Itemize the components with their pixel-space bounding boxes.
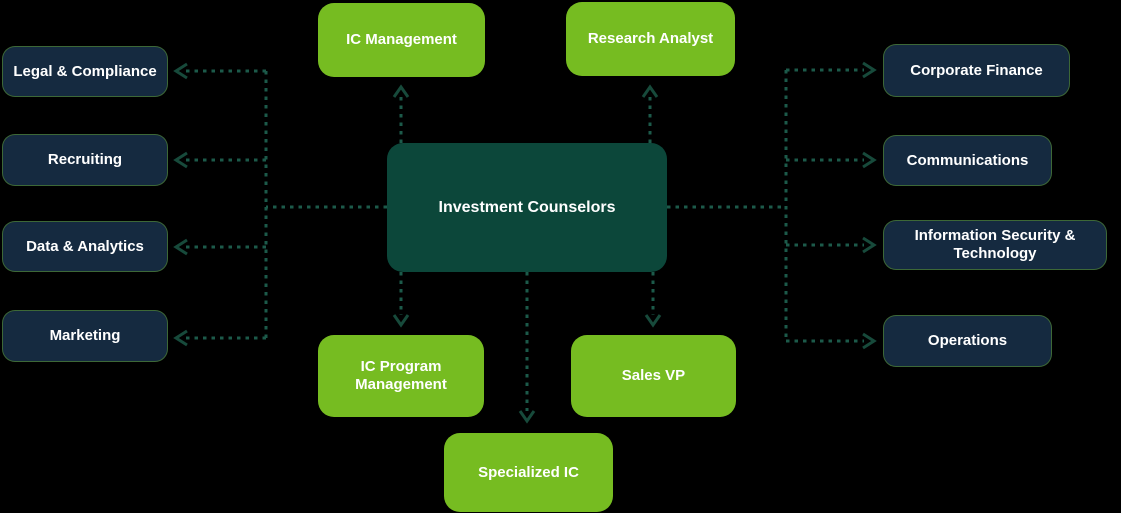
arrowhead-legal-compliance [173,62,188,80]
node-data-analytics: Data & Analytics [2,221,168,272]
node-ic-program-management: IC Program Management [318,335,484,417]
node-communications-label: Communications [906,151,1029,169]
arrowhead-data-analytics [173,238,188,256]
arrowhead-sales-vp [644,314,662,328]
node-legal-compliance-label: Legal & Compliance [13,62,157,80]
node-infosec-technology-label: Information Security & Technology [914,227,1076,262]
node-marketing: Marketing [2,310,168,362]
node-operations-label: Operations [927,332,1008,349]
node-recruiting-label: Recruiting [47,151,123,168]
node-research-analyst-label: Research Analyst [587,30,714,47]
arrowhead-ic-management [392,84,410,98]
node-ic-management-label: IC Management [346,31,457,48]
arrowhead-infosec-technology [862,236,877,254]
node-corporate-finance-label: Corporate Finance [910,61,1043,79]
node-legal-compliance: Legal & Compliance [2,46,168,97]
node-recruiting: Recruiting [2,134,168,186]
node-sales-vp: Sales VP [571,335,736,417]
node-infosec-technology: Information Security & Technology [883,220,1107,270]
node-sales-vp-label: Sales VP [621,367,686,384]
node-ic-program-management-label: IC Program Management [355,358,447,393]
node-investment-counselors-label: Investment Counselors [438,198,616,216]
node-ic-management: IC Management [318,3,485,77]
arrowhead-ic-program-management [392,314,410,328]
arrowhead-operations [862,332,877,350]
node-communications: Communications [883,135,1052,186]
node-research-analyst: Research Analyst [566,2,735,76]
node-data-analytics-label: Data & Analytics [26,237,144,255]
arrowhead-corporate-finance [862,61,877,79]
node-corporate-finance: Corporate Finance [883,44,1070,97]
arrowhead-research-analyst [641,84,659,98]
arrowhead-specialized-ic [518,410,536,424]
node-investment-counselors: Investment Counselors [387,143,667,272]
node-operations: Operations [883,315,1052,367]
node-marketing-label: Marketing [49,327,121,344]
arrowhead-marketing [173,329,188,347]
node-specialized-ic-label: Specialized IC [478,463,579,481]
arrowhead-communications [862,151,877,169]
node-specialized-ic: Specialized IC [444,433,613,512]
arrowhead-recruiting [173,151,188,169]
